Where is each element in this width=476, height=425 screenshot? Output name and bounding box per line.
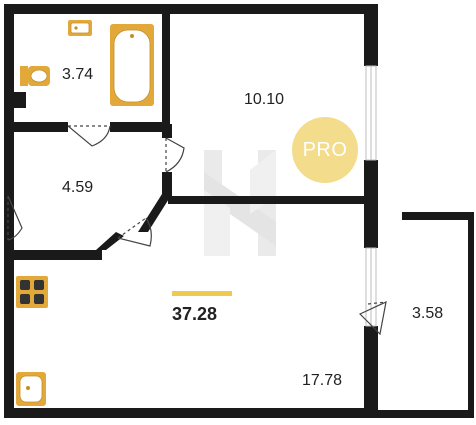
area-living-room: 10.10 bbox=[244, 91, 285, 108]
wall-bath-bottom-left bbox=[14, 122, 68, 132]
area-balcony: 3.58 bbox=[412, 305, 444, 322]
wall-hall-living bbox=[168, 196, 368, 204]
wall-hall-bottom-left bbox=[14, 250, 102, 260]
bathroom-sink-icon bbox=[68, 20, 92, 36]
wall-hall-right bbox=[162, 172, 172, 198]
wall-left bbox=[4, 4, 14, 418]
bathtub-icon bbox=[110, 24, 154, 106]
pro-badge: PRO bbox=[292, 117, 358, 183]
doors bbox=[7, 125, 387, 336]
toilet-icon bbox=[20, 66, 50, 86]
wall-right-lower bbox=[364, 326, 378, 418]
area-kitchen: 17.78 bbox=[302, 372, 343, 389]
area-bathroom: 3.74 bbox=[62, 66, 94, 83]
windows bbox=[365, 65, 377, 327]
wall-bath-living bbox=[162, 4, 170, 124]
logo-watermark bbox=[204, 150, 276, 256]
wall-right-mid bbox=[364, 160, 378, 248]
wall-hall-diagonal bbox=[138, 194, 172, 232]
wall-bath-corner bbox=[14, 92, 26, 108]
total-area-accent bbox=[172, 291, 232, 296]
wall-right-upper bbox=[364, 4, 378, 66]
wall-bath-bottom-right bbox=[110, 122, 170, 132]
wall-balcony-right bbox=[468, 212, 474, 418]
pro-badge-text: PRO bbox=[302, 138, 348, 161]
area-hallway: 4.59 bbox=[62, 179, 94, 196]
wall-balcony-top bbox=[402, 212, 474, 220]
total-area: 37.28 bbox=[172, 304, 218, 324]
stove-icon bbox=[16, 276, 48, 308]
walls bbox=[4, 4, 474, 418]
wall-bottom bbox=[4, 408, 378, 418]
wall-balcony-bottom bbox=[378, 410, 474, 418]
wall-top-living bbox=[162, 4, 374, 14]
wall-hall-bottom-diagonal bbox=[96, 232, 124, 250]
kitchen-sink-icon bbox=[16, 372, 46, 406]
wall-top-bath bbox=[4, 4, 170, 14]
wall-hall-top-stub bbox=[162, 124, 172, 138]
